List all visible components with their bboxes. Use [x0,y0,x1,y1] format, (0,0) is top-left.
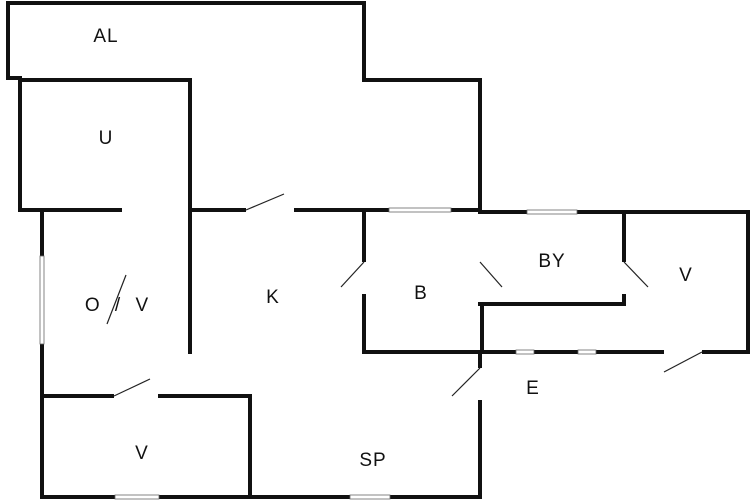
window [526,209,578,215]
door-gaps [114,206,702,400]
laundry-door [479,261,503,288]
room-label-u: U [98,128,114,149]
bathroom-door [340,261,365,288]
room-label-o-v: O / V [84,295,150,316]
outer-door [663,351,703,373]
door-swings [106,193,703,397]
window [515,349,535,355]
kitchen-door [245,193,285,211]
bedroom-wall [40,394,252,499]
room-label-v-right: V [679,265,693,286]
window [39,255,45,345]
room-label-v-bottom: V [135,443,149,464]
room-label-k: K [266,287,280,308]
bathroom-wall [362,208,482,354]
walls [6,1,750,499]
window [388,207,452,213]
room-label-b: B [414,283,428,304]
window [349,494,391,500]
storage-wall [6,76,44,212]
bedroom-door [113,378,151,397]
balcony-wall [6,1,482,214]
window [114,494,160,500]
storage-inner-wall [20,78,192,212]
east-wing-outline [478,210,750,354]
room-label-by: BY [538,251,566,272]
window [577,349,597,355]
room-label-sp: SP [359,450,387,471]
windows [39,207,597,500]
east-room-door [623,261,649,288]
entrance-door [451,367,481,397]
room-label-al: AL [93,26,119,47]
room-label-e: E [526,378,540,399]
living-slash [106,274,127,325]
west-exterior-wall [40,208,482,499]
